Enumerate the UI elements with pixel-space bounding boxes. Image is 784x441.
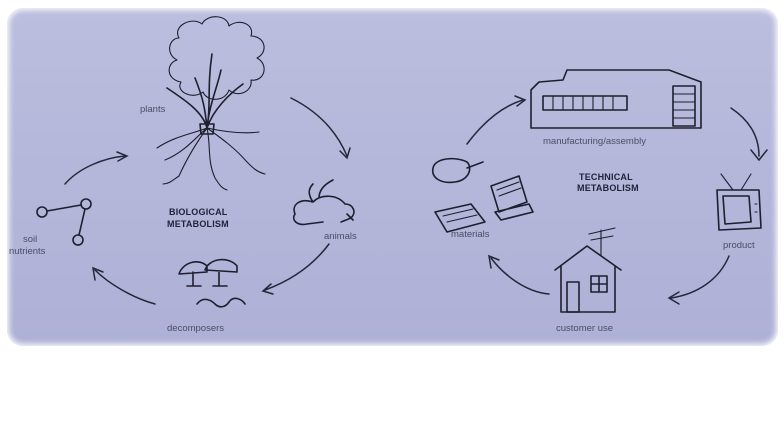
rabbit-icon: [292, 179, 355, 226]
mushroom-icon: [178, 258, 238, 287]
panel-reflection: [7, 350, 778, 441]
nutrients-label: nutrients: [9, 246, 46, 257]
molecule-icon: [36, 198, 92, 246]
materials-label: materials: [451, 229, 490, 240]
metabolism-diagram: plants animals decomposers soil nutrient…: [9, 16, 768, 334]
technical-cycle-arrows: [466, 95, 768, 305]
biological-title-line2: METABOLISM: [167, 219, 229, 229]
manufacturing-label: manufacturing/assembly: [543, 136, 646, 147]
animals-label: animals: [324, 231, 357, 242]
technical-cycle: manufacturing/assembly product customer …: [431, 69, 768, 334]
tree-icon: [156, 16, 266, 191]
biological-cycle-arrows: [64, 97, 351, 305]
biological-cycle: plants animals decomposers soil nutrient…: [9, 16, 357, 334]
house-icon: [554, 227, 622, 313]
customer-use-label: customer use: [556, 323, 613, 334]
factory-icon: [530, 69, 702, 129]
materials-icon: [431, 157, 534, 233]
soil-label: soil: [23, 234, 37, 245]
plants-label: plants: [140, 104, 166, 115]
technical-title-line2: METABOLISM: [577, 183, 639, 193]
television-icon: [716, 173, 762, 231]
diagram-panel: plants animals decomposers soil nutrient…: [7, 8, 778, 346]
worm-icon: [196, 297, 246, 308]
product-label: product: [723, 240, 755, 251]
technical-title-line1: TECHNICAL: [579, 172, 633, 182]
biological-title-line1: BIOLOGICAL: [169, 207, 228, 217]
reflection-fade: [7, 350, 778, 441]
decomposers-label: decomposers: [167, 323, 224, 334]
